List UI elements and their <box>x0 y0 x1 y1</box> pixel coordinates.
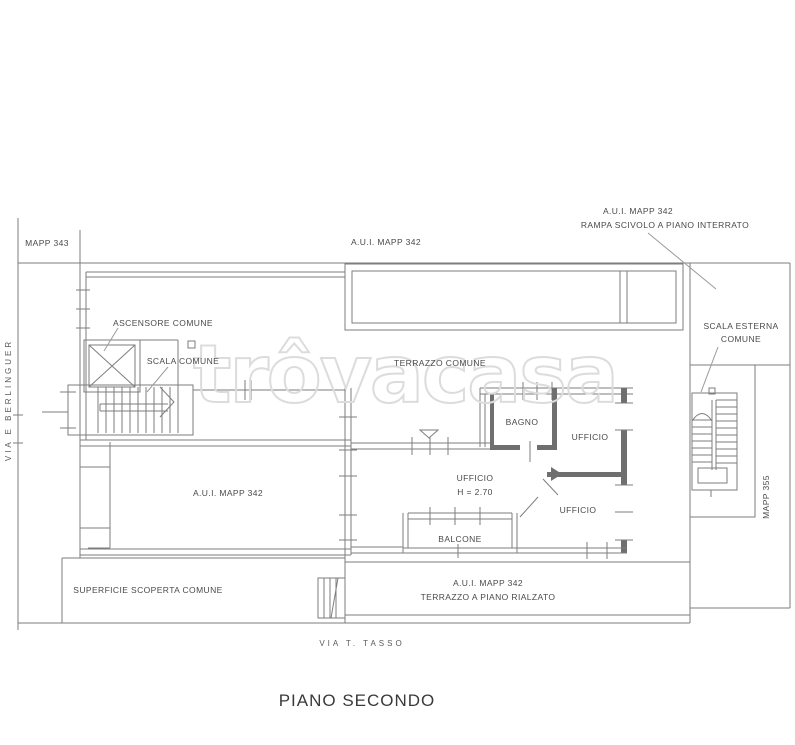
label-ufficio-centro: UFFICIO <box>457 473 494 483</box>
parcel-label-mapp343: MAPP 343 <box>25 238 69 248</box>
terrace-edge <box>193 380 345 400</box>
elevator-shaft <box>83 339 196 393</box>
door-swing-marker <box>551 467 562 481</box>
parcel-label-north: A.U.I. MAPP 342 <box>351 237 421 247</box>
ramp-label-line2: RAMPA SCIVOLO A PIANO INTERRATO <box>581 220 749 230</box>
office-unit-walls <box>351 382 633 559</box>
leader-lines <box>103 232 719 393</box>
label-bagno: BAGNO <box>506 417 539 427</box>
label-ufficio-nord: UFFICIO <box>572 432 609 442</box>
south-terrace-label-line1: A.U.I. MAPP 342 <box>453 578 523 588</box>
column-marker <box>187 340 196 349</box>
terrace-parapet <box>344 263 684 331</box>
label-unita-principale: A.U.I. MAPP 342 <box>193 488 263 498</box>
label-ufficio-centro-altezza: H = 2.70 <box>457 487 493 497</box>
main-room-walls <box>80 388 357 556</box>
label-ufficio-sud: UFFICIO <box>560 505 597 515</box>
parcel-label-mapp355: MAPP 355 <box>761 475 771 519</box>
floor-title: PIANO SECONDO <box>279 691 436 710</box>
street-label-south: VIA T. TASSO <box>319 639 404 648</box>
label-balcone: BALCONE <box>438 534 481 544</box>
label-superficie-scoperta: SUPERFICIE SCOPERTA COMUNE <box>73 585 222 595</box>
building-shell <box>76 271 345 558</box>
label-scala-esterna-line2: COMUNE <box>721 334 761 344</box>
fixture-symbol <box>418 429 440 439</box>
balcone-walls <box>402 507 518 558</box>
label-ascensore: ASCENSORE COMUNE <box>113 318 213 328</box>
ramp-label-line1: A.U.I. MAPP 342 <box>603 206 673 216</box>
label-scala-esterna-line1: SCALA ESTERNA <box>703 321 778 331</box>
watermark-logo: trôvacasa <box>193 328 617 421</box>
plan-labels: MAPP 343 A.U.I. MAPP 342 A.U.I. MAPP 342… <box>4 206 778 710</box>
label-terrazzo-comune: TERRAZZO COMUNE <box>394 358 486 368</box>
external-staircase <box>689 364 756 518</box>
label-scala-comune: SCALA COMUNE <box>147 356 219 366</box>
street-label-west: VIA E BERLINGUER <box>4 339 13 461</box>
south-terrace-label-line2: TERRAZZO A PIANO RIALZATO <box>421 592 556 602</box>
double-door-leaves <box>519 478 559 518</box>
bottom-steps <box>317 577 346 619</box>
internal-staircase <box>42 384 194 436</box>
